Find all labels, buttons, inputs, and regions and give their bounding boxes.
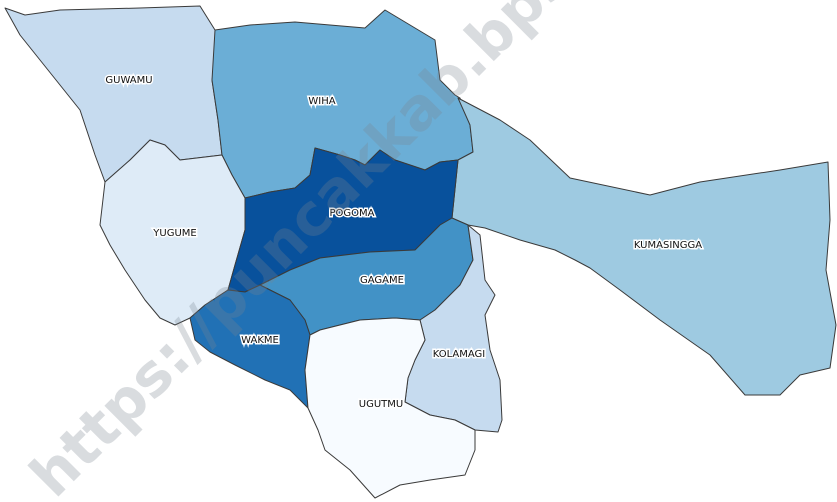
district-ugutmu[interactable] (304, 317, 476, 499)
label-guwamu: GUWAMU (105, 75, 152, 86)
label-wiha: WIHA (308, 96, 335, 107)
label-pogoma: POGOMA (330, 208, 375, 219)
label-yugume: YUGUME (152, 228, 196, 239)
district-guwamu[interactable] (4, 5, 223, 183)
label-kolamagi: KOLAMAGI (433, 349, 486, 360)
label-kumasingga: KUMASINGGA (634, 240, 702, 251)
label-ugutmu: UGUTMU (359, 399, 403, 410)
label-gagame: GAGAME (360, 275, 404, 286)
label-wakme: WAKME (241, 335, 279, 346)
